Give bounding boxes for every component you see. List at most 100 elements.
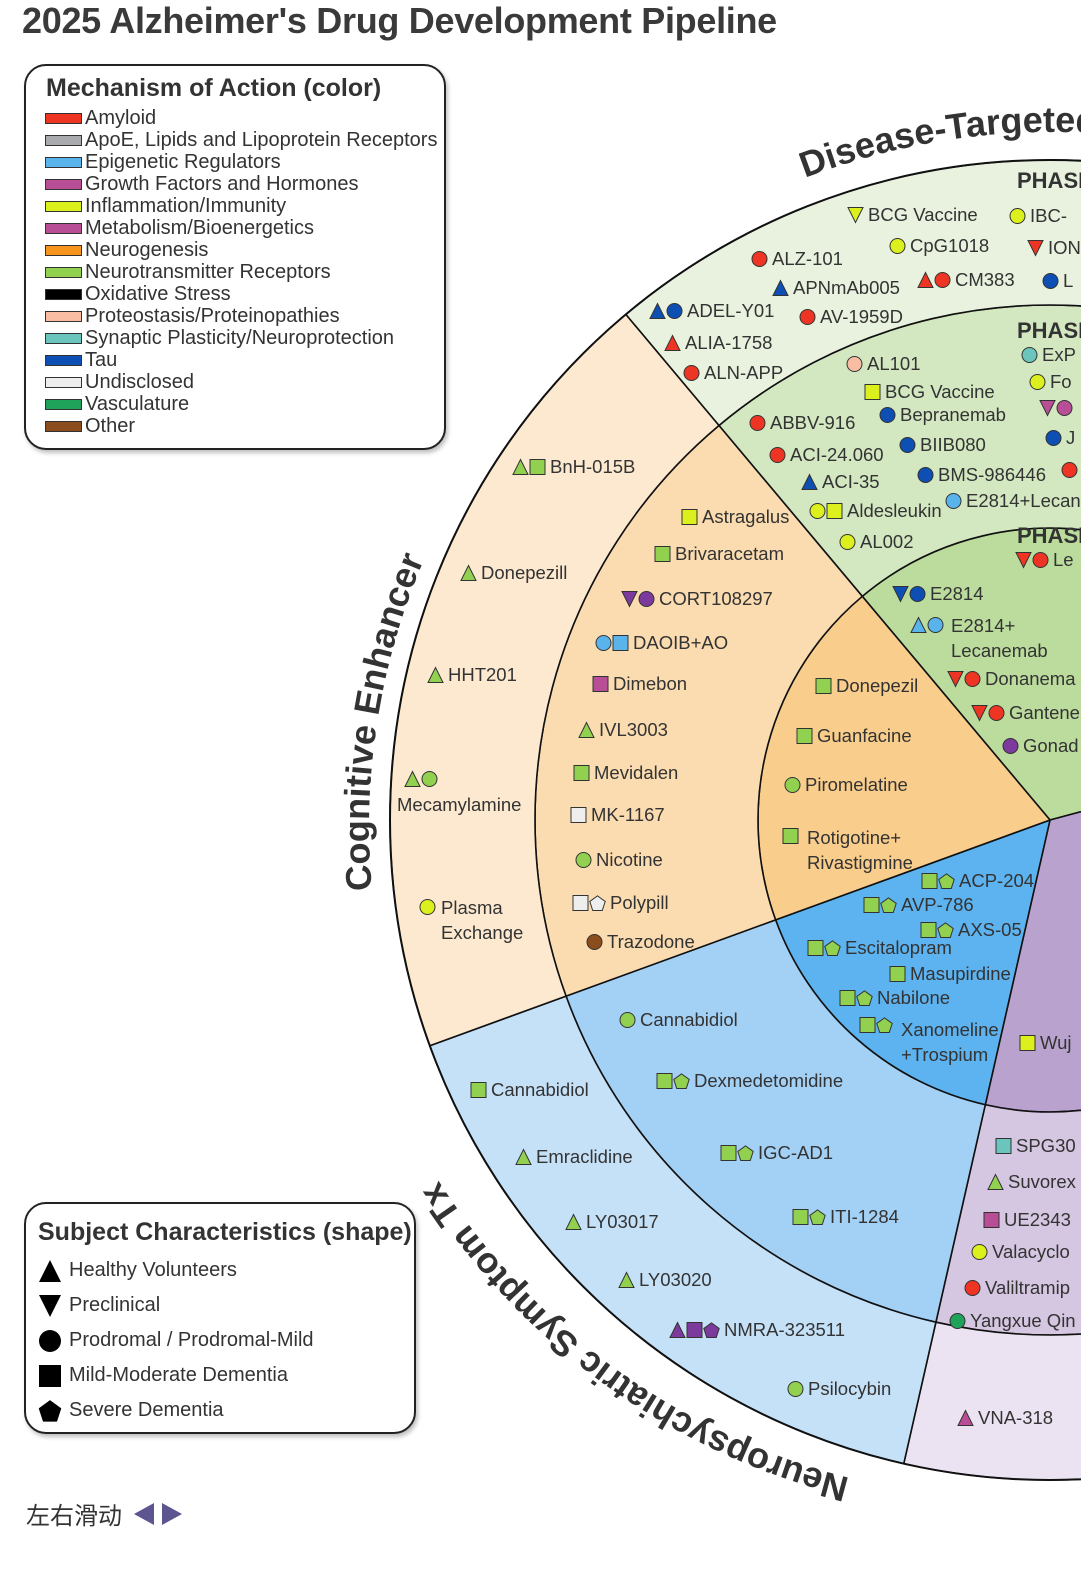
moa-legend-label: Proteostasis/Proteinopathies [85,304,340,327]
square-icon [864,384,881,400]
drug-item: Mecamylamine [397,770,521,815]
drug-item: UE2343 [983,1209,1071,1230]
drug-item: Aldesleukin [809,500,942,521]
moa-legend-label: Other [85,414,136,437]
square-icon [889,966,906,982]
color-swatch-icon [45,310,82,322]
drug-label: APNmAb005 [793,277,900,298]
drug-label: Cannabidiol [491,1079,589,1100]
drug-label: LY03017 [586,1211,659,1232]
drug-item: Dimebon [592,673,687,694]
pentagon-icon [824,940,841,957]
drug-item: Fo [1029,371,1072,392]
color-swatch-icon [45,112,82,124]
circle-icon [419,899,436,915]
square-icon [686,1322,703,1338]
moa-legend-label: Undisclosed [85,370,194,393]
scroll-right-icon[interactable] [162,1502,182,1525]
circle-icon [927,617,944,633]
triangle-icon [910,616,927,633]
drug-item: Dexmedetomidine [656,1070,843,1091]
drug-label: Trazodone [607,931,695,952]
sector-rings [389,159,1081,1481]
drug-label: BnH-015B [550,456,635,477]
circle-icon [1056,400,1073,416]
inverted-triangle-icon [39,1294,61,1317]
moa-legend-item: Growth Factors and Hormones [45,173,444,195]
moa-legend-label: Epigenetic Regulators [85,150,281,173]
shape-legend-label: Healthy Volunteers [69,1259,237,1281]
circle-icon [945,493,962,509]
moa-legend-label: Neurogenesis [85,238,209,261]
drug-item: Wuj [1019,1032,1072,1053]
drug-item: E2814 [892,583,984,604]
drug-label: L [1063,270,1073,291]
drug-label: AL101 [867,353,921,374]
drug-item: Psilocybin [787,1378,891,1399]
inverted-triangle-icon [947,671,964,688]
drug-label: NMRA-323511 [724,1319,845,1340]
shape-legend-item: Severe Dementia [38,1393,414,1428]
pentagon-icon [880,897,897,914]
drug-item: J [1045,427,1075,448]
circle-icon [839,534,856,550]
drug-item: Polypill [572,892,669,913]
pentagon-icon [38,1399,62,1422]
color-swatch-icon [45,332,82,344]
drug-item: Xanomeline+Trospium [859,1017,999,1065]
drug-label: Emraclidine [536,1146,633,1167]
shape-legend-label: Prodromal / Prodromal-Mild [69,1329,314,1351]
drug-label: LY03020 [639,1269,712,1290]
triangle-icon [515,1148,532,1165]
scroll-hint: 左右滑动 [26,1496,182,1531]
square-icon [807,940,824,956]
square-icon [656,1073,673,1089]
drug-label: CORT108297 [659,588,773,609]
drug-item: Donanema [947,668,1076,689]
drug-label: Fo [1050,371,1072,392]
shape-legend-title: Subject Characteristics (shape) [38,1218,412,1246]
scroll-left-icon[interactable] [134,1502,154,1525]
square-icon [839,990,856,1006]
drug-label-line2: Rivastigmine [807,852,913,873]
shape-legend-item: Prodromal / Prodromal-Mild [38,1323,414,1358]
circle-icon [683,365,700,381]
triangle-icon [957,1409,974,1426]
drug-item: Emraclidine [515,1146,633,1167]
drug-label: Donepezil [836,675,918,696]
circle-icon [749,415,766,431]
drug-label: IGC-AD1 [758,1142,833,1163]
color-swatch-icon [45,288,82,300]
drug-label: Aldesleukin [847,500,942,521]
drug-item: AXS-05 [920,919,1022,940]
drug-label: ION [1048,237,1081,258]
drug-label: BCG Vaccine [885,381,995,402]
color-swatch-icon [45,376,82,388]
circle-icon [964,671,981,687]
drug-label: Brivaracetam [675,543,784,564]
drug-label: CpG1018 [910,235,989,256]
drug-item: CM383 [917,269,1015,290]
shape-legend-label: Severe Dementia [69,1399,224,1421]
drug-item: ADEL-Y01 [649,300,774,321]
drug-label: E2814 [930,583,984,604]
circle-icon [751,251,768,267]
drug-label: VNA-318 [978,1407,1053,1428]
drug-item: E2814+Lecanemab [910,615,1048,661]
square-icon [592,676,609,692]
moa-legend-item: ApoE, Lipids and Lipoprotein Receptors [45,129,444,151]
circle-icon [619,1012,636,1028]
drug-item: CORT108297 [621,588,773,609]
drug-label-line2: +Trospium [901,1044,988,1065]
drug-item: CpG1018 [889,235,989,256]
inverted-triangle-icon [892,586,909,603]
circle-icon [1042,273,1059,289]
color-swatch-icon [45,178,82,190]
page-title: 2025 Alzheimer's Drug Development Pipeli… [22,0,777,41]
drug-label: AVP-786 [901,894,974,915]
square-icon [995,1138,1012,1154]
circle-icon [1002,738,1019,754]
drug-item: Astragalus [681,506,789,527]
